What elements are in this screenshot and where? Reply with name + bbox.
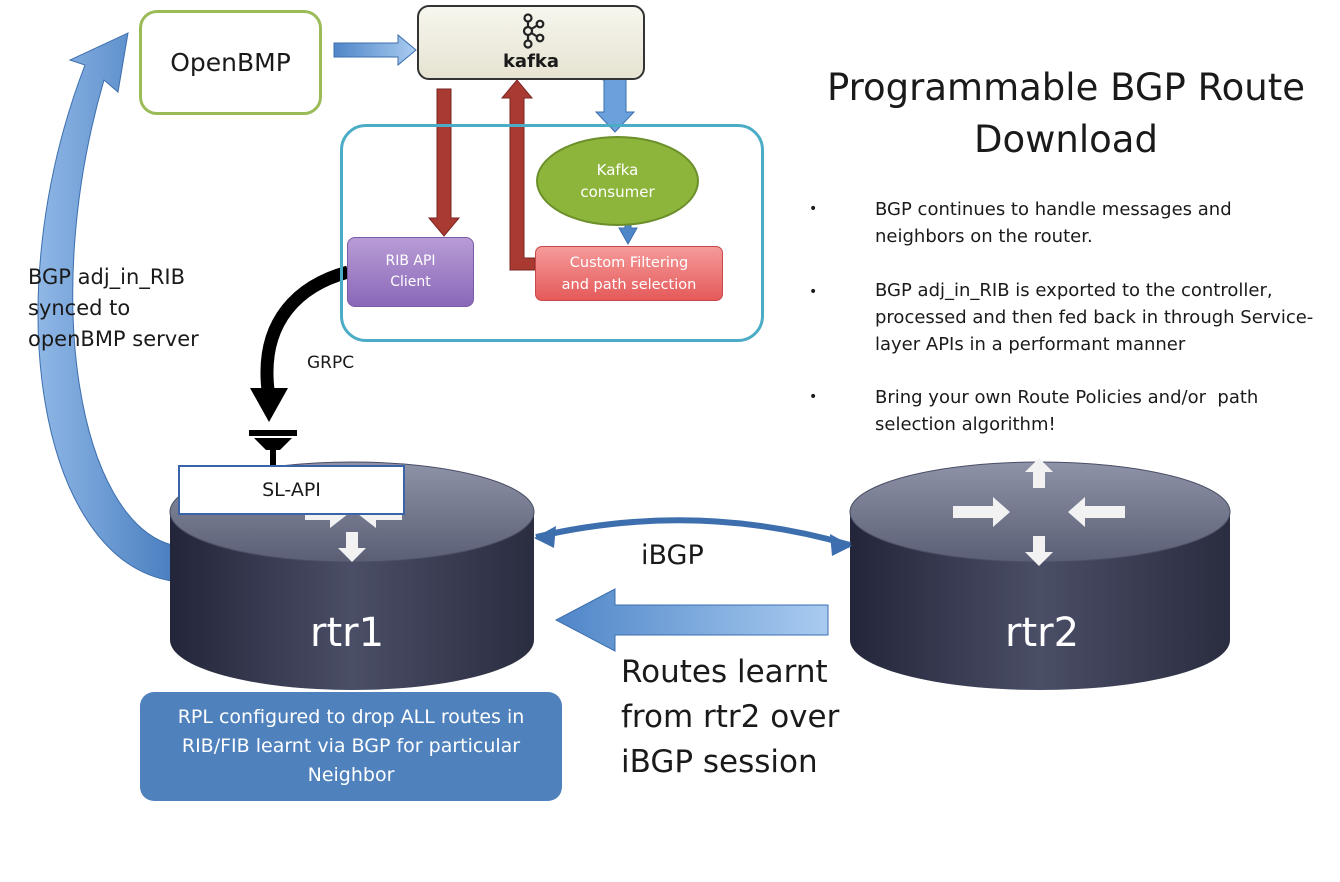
grpc-socket-bar [249,430,297,436]
kafka-node: kafka [417,5,645,80]
filter-to-kafka-arrow [500,79,536,271]
rib-api-client-label: RIB API Client [385,253,436,290]
grpc-socket-stem [270,450,276,465]
bullet-marker-1: • [809,201,818,217]
kafka-logo-icon [522,13,545,49]
rpl-note-label: RPL configured to drop ALL routes in RIB… [177,706,525,786]
bullet-marker-3: • [809,389,818,405]
page-title: Programmable BGP Route Download [826,66,1305,161]
grpc-socket-cup [254,438,292,450]
rtr2-label: rtr2 [1005,610,1080,656]
openbmp-label: OpenBMP [170,48,291,77]
sl-api-label: SL-API [262,479,321,501]
grpc-label: GRPC [307,353,355,373]
kafka-consumer-label: Kafka consumer [580,161,655,201]
rib-api-client-node: RIB API Client [347,237,474,307]
bullet-text-3: Bring your own Route Policies and/or pat… [875,387,1259,435]
routes-learnt-label: Routes learnt from rtr2 over iBGP sessio… [621,654,840,780]
rpl-note-box: RPL configured to drop ALL routes in RIB… [140,692,562,801]
rtr2-router [849,461,1231,690]
routes-learnt-arrow [554,588,829,652]
bullet-text-2: BGP adj_in_RIB is exported to the contro… [875,280,1314,355]
rtr1-label: rtr1 [310,610,385,656]
adj-rib-sync-arrow [37,32,173,582]
custom-filtering-node: Custom Filtering and path selection [535,246,723,301]
sl-api-box: SL-API [178,465,405,515]
controller-container [340,124,764,342]
ibgp-arrow-head-left [534,526,556,548]
custom-filtering-label: Custom Filtering and path selection [561,254,697,293]
kafka-to-rib-client-arrow [427,88,461,237]
grpc-arrow [260,265,350,391]
grpc-arrow-head [250,388,288,422]
ibgp-arrow-head-right [830,534,852,556]
kafka-to-consumer-arrow [594,71,636,133]
rtr2-router-arrows-icon [953,458,1125,566]
kafka-label: kafka [502,51,560,72]
ibgp-double-arrow [535,517,851,548]
bullet-marker-2: • [809,284,818,300]
adj-rib-sync-label: BGP adj_in_RIB synced to openBMP server [28,265,199,351]
openbmp-node: OpenBMP [139,10,322,115]
kafka-consumer-node: Kafka consumer [536,136,699,226]
ibgp-label: iBGP [641,540,704,571]
openbmp-to-kafka-arrow [333,33,417,67]
bullet-text-1: BGP continues to handle messages and nei… [875,199,1232,247]
